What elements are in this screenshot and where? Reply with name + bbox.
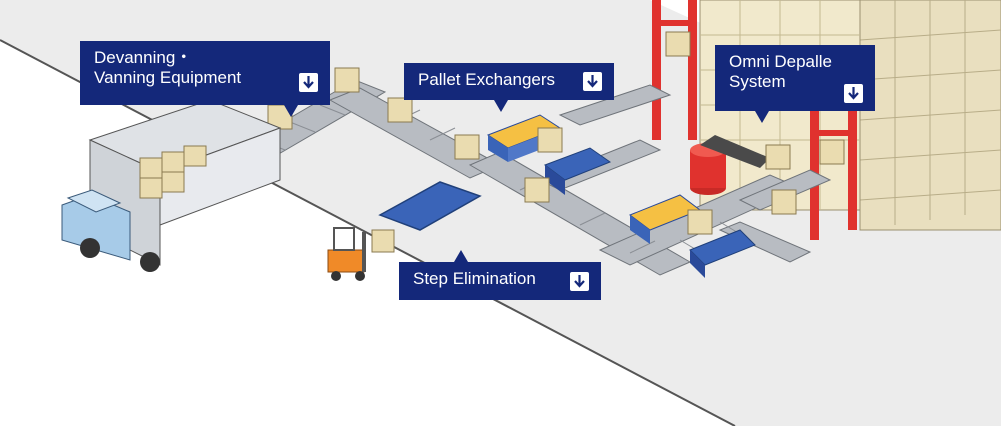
depalletizing-robot: [690, 135, 770, 195]
download-arrow-icon[interactable]: [570, 272, 589, 291]
step-elimination-plate: [378, 181, 482, 231]
callout-pointer: [494, 100, 508, 112]
download-arrow-icon[interactable]: [299, 73, 318, 92]
callout-step-elimination-label: Step Elimination: [413, 269, 536, 288]
callout-pointer: [284, 105, 298, 117]
cargo-boxes: [267, 31, 845, 253]
delivery-truck: [61, 99, 282, 272]
callout-devanning-line1: Devanning・: [94, 48, 193, 67]
callout-pointer: [755, 111, 769, 123]
callout-pallet-exchangers[interactable]: Pallet Exchangers: [404, 63, 614, 112]
callout-devanning-line2: Vanning Equipment: [94, 68, 242, 87]
callout-omni-line2: System: [729, 72, 786, 91]
download-arrow-icon[interactable]: [583, 72, 602, 91]
callout-pointer: [454, 250, 468, 262]
callout-omni-depalle-system[interactable]: Omni Depalle System: [715, 45, 875, 123]
forklift: [327, 227, 366, 281]
pallet-exchanger-units: [486, 114, 756, 278]
callout-step-elimination[interactable]: Step Elimination: [399, 250, 601, 300]
callout-pallet-exchangers-label: Pallet Exchangers: [418, 70, 556, 89]
download-arrow-icon[interactable]: [844, 84, 863, 103]
callout-devanning-vanning-equipment[interactable]: Devanning・ Vanning Equipment: [80, 41, 330, 117]
callout-omni-line1: Omni Depalle: [729, 52, 832, 71]
